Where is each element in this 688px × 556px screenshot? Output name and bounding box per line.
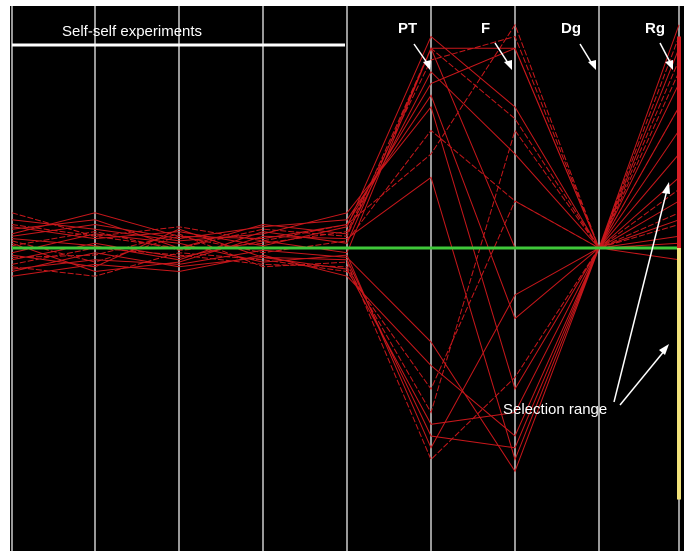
overlay-layer: Self-self experiments PT F Dg Rg Selecti…: [12, 20, 681, 500]
rg-label: Rg: [645, 20, 665, 37]
self-self-label: Self-self experiments: [62, 23, 202, 40]
f-arrowhead: [504, 60, 512, 70]
series-line-16: [11, 129, 680, 414]
series-line-14: [11, 130, 680, 462]
f-label: F: [481, 20, 490, 37]
series-line-11: [11, 247, 680, 437]
series-line-18: [11, 247, 679, 473]
series-line-15: [11, 35, 680, 250]
series-line-9: [11, 233, 680, 449]
series-line-5: [11, 177, 680, 449]
series-line-20: [11, 219, 680, 425]
rg-arrowhead: [665, 60, 673, 70]
series-line-13: [11, 224, 680, 461]
selection-arrowhead-lower: [659, 344, 669, 355]
selection-arrowhead-upper: [662, 182, 670, 194]
selection-range-label: Selection range: [503, 401, 607, 418]
series-line-10: [11, 23, 680, 250]
dg-label: Dg: [561, 20, 581, 37]
pt-arrowhead: [423, 60, 431, 70]
pt-label: PT: [398, 20, 417, 37]
series-line-1: [11, 47, 680, 249]
series-line-17: [11, 94, 680, 320]
dg-arrowhead: [588, 60, 596, 70]
selection-arrow-lower: [619, 349, 666, 406]
series-layer: [11, 23, 680, 473]
selection-arrow-upper: [613, 189, 668, 403]
series-line-19: [11, 35, 680, 251]
